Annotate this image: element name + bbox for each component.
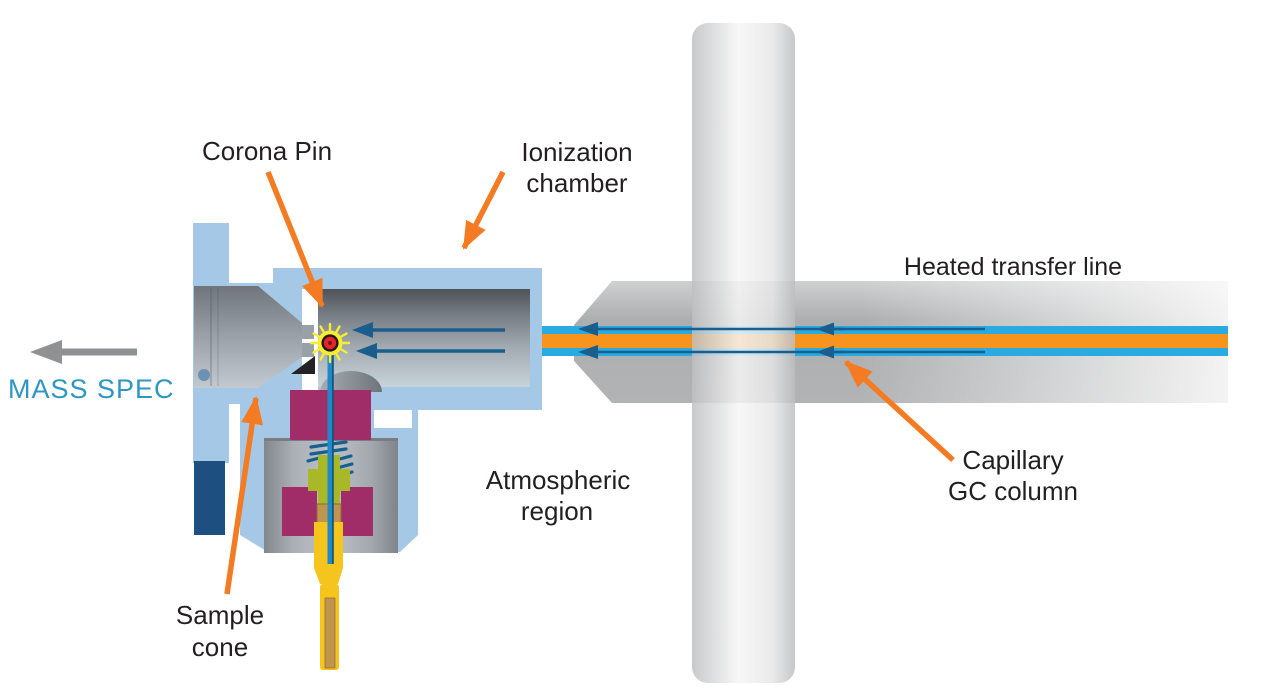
cone-aperture-lower (302, 343, 314, 357)
flow-arrowhead (816, 345, 834, 359)
flow-arrowhead (578, 345, 598, 359)
cone-aperture-upper (302, 325, 314, 339)
insulator-left (282, 487, 317, 536)
corona-tip-center (328, 341, 332, 345)
corona-pin-wire-edge (332, 352, 334, 564)
atmospheric-region-label-line1: Atmospheric (486, 465, 631, 495)
oring-dot (198, 369, 210, 381)
corona-pin-wire (327, 352, 334, 564)
cone-shadow (291, 356, 315, 374)
mass-spec-arrow (30, 340, 137, 364)
annotation-arrows (224, 170, 955, 595)
housing-notch (374, 410, 412, 428)
pin-shaft-core (324, 597, 336, 669)
ionization-chamber-label-line2: chamber (526, 168, 627, 198)
atmospheric-region-label-line2: region (521, 496, 593, 526)
mass-spec-arrowhead (30, 340, 62, 364)
flow-arrowhead (816, 322, 834, 336)
sample-cone (194, 286, 314, 388)
capillary-gc-column-label-line1: Capillary (962, 445, 1063, 475)
ionization-chamber-bore (318, 289, 530, 387)
flow-arrowhead (356, 343, 377, 359)
mass-spec-label: MASS SPEC (8, 374, 175, 404)
ionization-chamber-label-line1: Ionization (521, 137, 632, 167)
chamber-top-wall (273, 268, 542, 289)
capillary-gc-column-label-line2: GC column (948, 476, 1078, 506)
sample-cone-label-line2: cone (192, 632, 248, 662)
chamber-right-wall (530, 268, 542, 410)
housing-gap (229, 404, 240, 552)
capillary-core (542, 334, 1228, 348)
inner-dome (320, 371, 382, 392)
capillary-flow-arrows (594, 327, 985, 354)
ionization-chamber-arrow (461, 170, 506, 250)
corona-pin-arrow (265, 170, 325, 308)
flow-arrowhead (352, 322, 373, 338)
chamber-flow-arrows (372, 328, 505, 353)
corona-glow (309, 322, 351, 364)
spring-turn (306, 456, 321, 463)
flow-arrowhead (578, 322, 598, 336)
insulator-right (341, 487, 373, 536)
capillary-arrow (844, 359, 955, 463)
pin-taper (314, 568, 343, 584)
flange-navy-block (194, 461, 225, 535)
sample-cone-label-line1: Sample (176, 600, 264, 630)
heated-transfer-line-label: Heated transfer line (904, 253, 1122, 281)
corona-pin-label: Corona Pin (202, 136, 332, 166)
sample-cone-arrow (224, 396, 264, 595)
capillary-flow-arrowheads (578, 322, 834, 359)
cone-taper (258, 286, 302, 388)
